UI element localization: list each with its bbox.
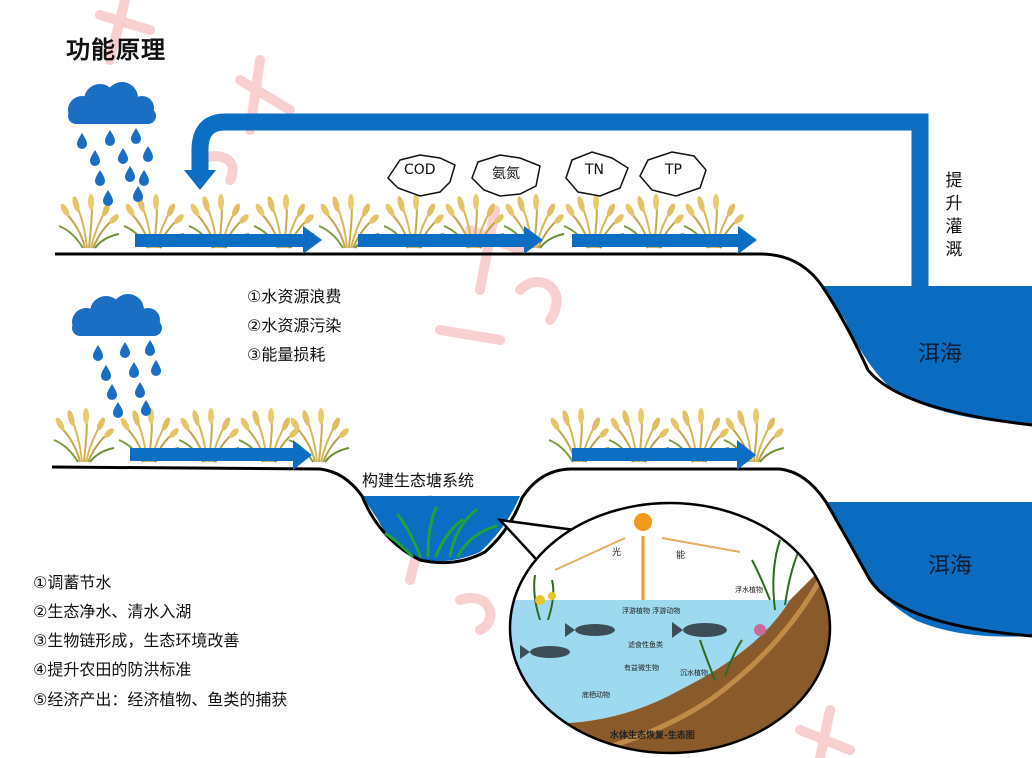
lake-top xyxy=(822,286,1032,425)
pollutant-ammonia: 氨氮 xyxy=(492,166,520,182)
benefit-item: ④提升农田的防洪标准 xyxy=(33,660,192,679)
eco-tag-fish: 滤食性鱼类 xyxy=(628,641,663,649)
problem-item: ①水资源浪费 xyxy=(247,287,342,306)
irrigation-pipe xyxy=(184,113,929,290)
benefit-item: ①调蓄节水 xyxy=(33,573,112,592)
flow-arrows-top xyxy=(135,226,757,254)
eco-tag-submerged: 沉水植物 xyxy=(680,669,708,677)
pond-label: 构建生态塘系统 xyxy=(362,471,475,490)
eco-light-label-1: 光 xyxy=(612,548,622,558)
problem-item: ③能量损耗 xyxy=(247,345,326,364)
pollutant-tn: TN xyxy=(585,162,605,178)
eco-tag-plankton: 浮游植物 浮游动物 xyxy=(622,607,681,615)
ecosystem-bubble xyxy=(508,501,832,755)
eco-caption: 水体生态恢复-生态图 xyxy=(610,731,695,741)
pond-water xyxy=(362,496,520,562)
lake-label-bottom: 洱海 xyxy=(928,554,973,579)
ground-line-top xyxy=(55,252,1032,427)
page-title: 功能原理 xyxy=(66,36,166,64)
flow-arrows-bottom xyxy=(130,440,756,470)
benefit-item: ③生物链形成，生态环境改善 xyxy=(33,631,240,650)
ground-line-bottom xyxy=(51,465,1032,638)
pollutant-cod: COD xyxy=(404,162,436,178)
eco-light-label-2: 能 xyxy=(676,551,686,561)
rain-cloud-top xyxy=(68,82,156,206)
lake-bottom xyxy=(826,502,1032,637)
eco-tag-benthic: 底栖动物 xyxy=(582,691,610,699)
lake-label-top: 洱海 xyxy=(918,342,963,367)
eco-tag-floating: 浮水植物 xyxy=(735,586,763,594)
rain-cloud-bottom xyxy=(72,294,162,418)
pollutant-shapes xyxy=(387,151,707,197)
pond-plants xyxy=(384,506,498,558)
irrigation-label: 提升灌溉 xyxy=(945,171,963,260)
benefit-item: ②生态净水、清水入湖 xyxy=(33,602,192,621)
problem-item: ②水资源污染 xyxy=(247,316,342,335)
pollutant-tp: TP xyxy=(665,162,682,178)
eco-tag-bacteria: 有益微生物 xyxy=(624,664,659,672)
benefit-item: ⑤经济产出：经济植物、鱼类的捕获 xyxy=(33,690,288,709)
